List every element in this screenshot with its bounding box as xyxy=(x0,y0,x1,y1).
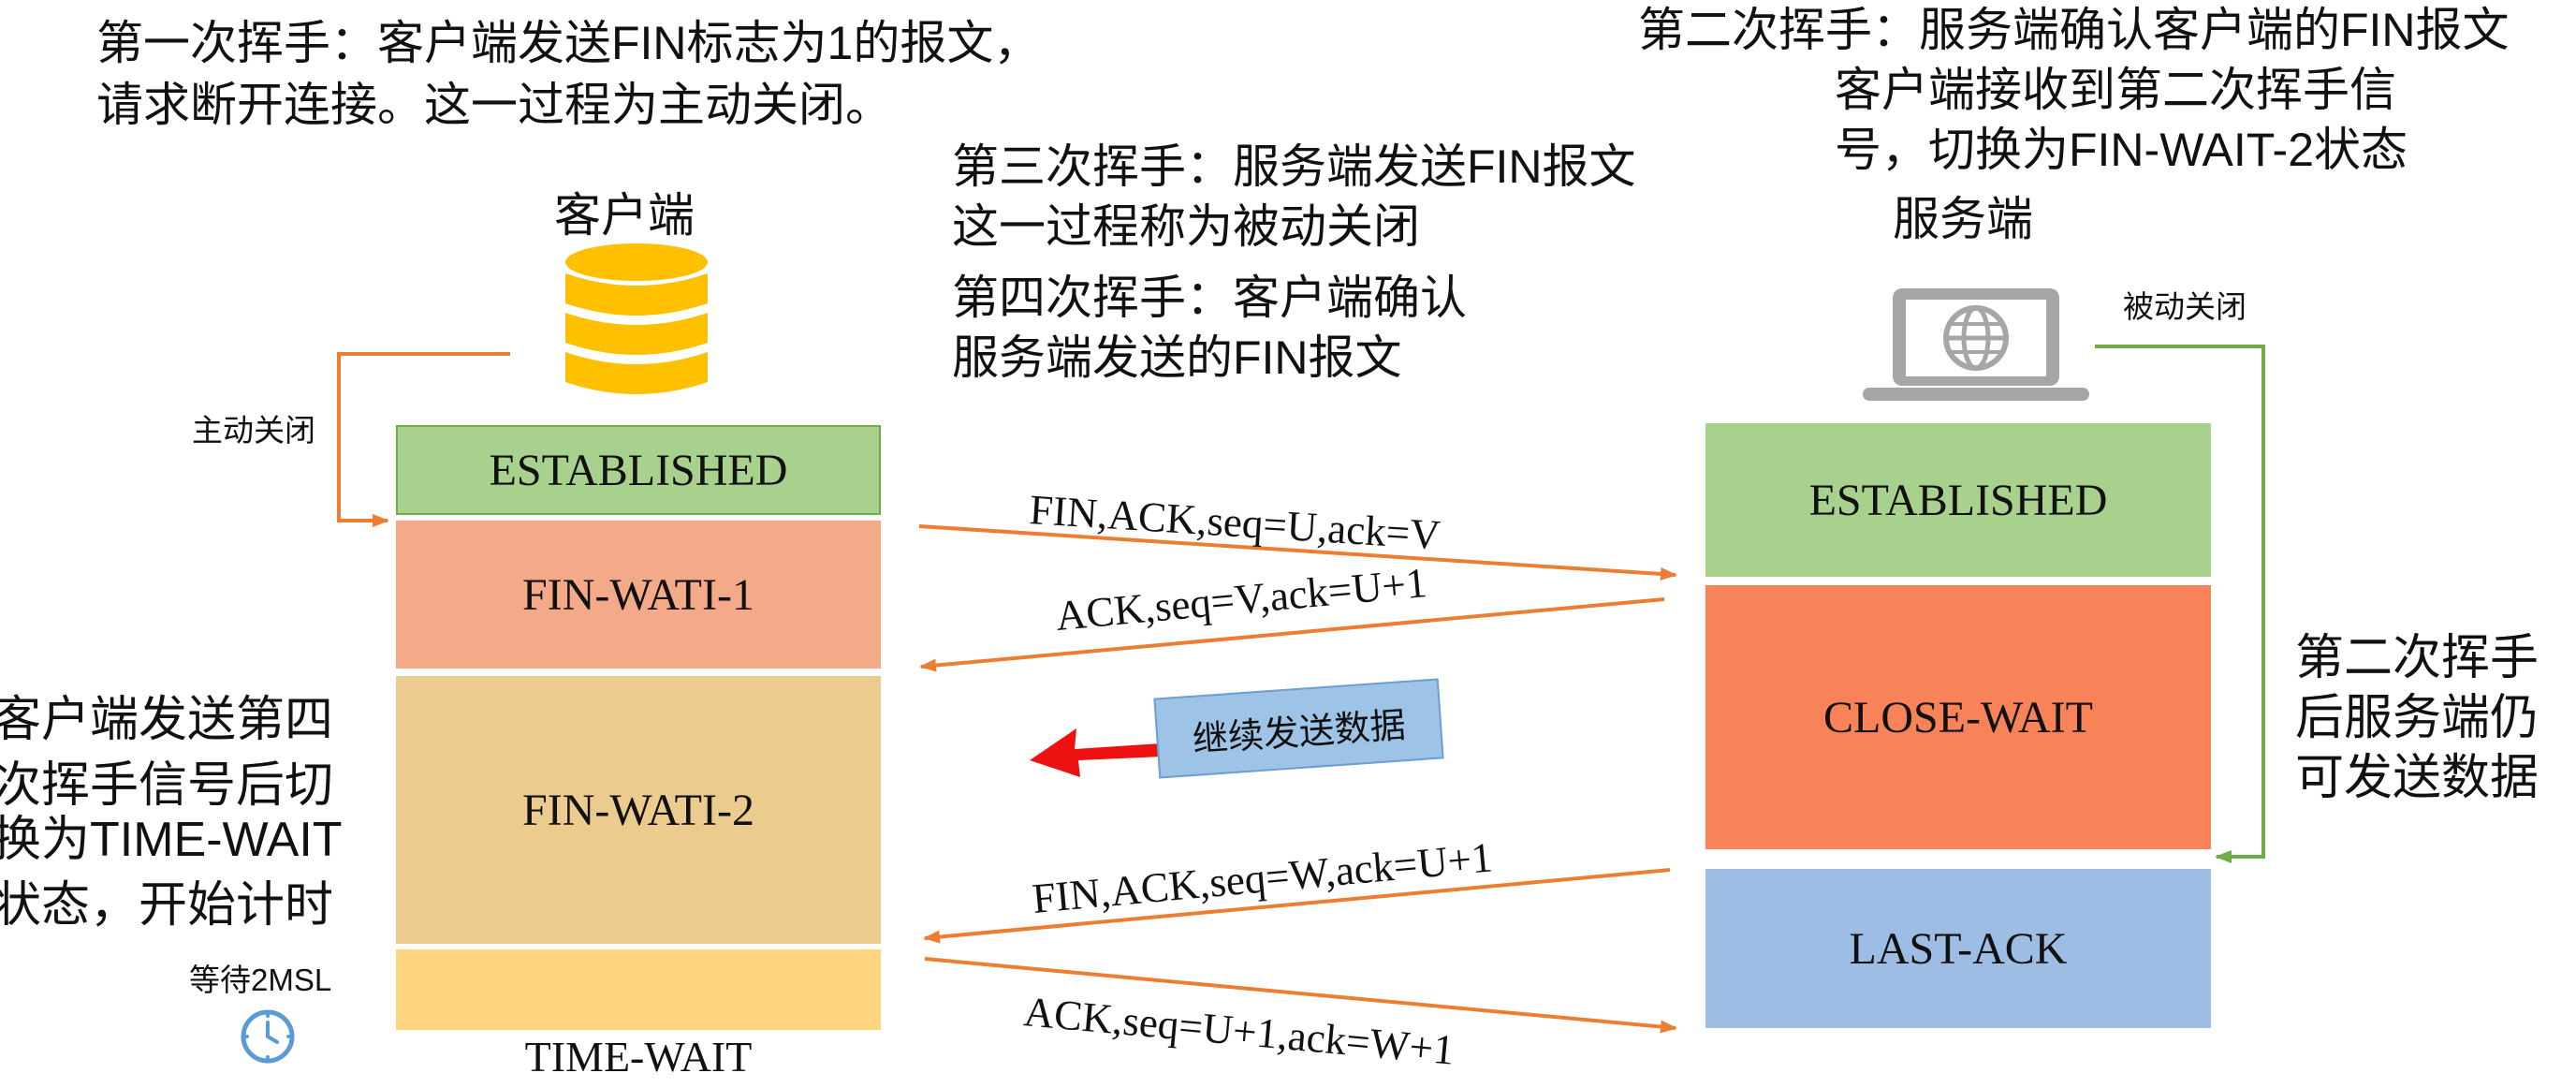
client-state-time-wait-label: TIME-WAIT xyxy=(524,1032,753,1081)
client-time-wait-note-line2: 次挥手信号后切 xyxy=(0,758,334,813)
client-time-wait-note-line1: 客户端发送第四 xyxy=(0,693,334,747)
laptop-globe-icon xyxy=(1863,288,2089,401)
server-can-send-note-line3: 可发送数据 xyxy=(2295,751,2539,805)
client-time-wait-note-line3: 换为TIME-WAIT xyxy=(0,813,343,867)
active-close-label: 主动关闭 xyxy=(192,413,315,448)
active-close-connector xyxy=(337,352,510,527)
client-state-time-wait-block xyxy=(396,949,881,1030)
third-wave-note-line2: 这一过程称为被动关闭 xyxy=(952,200,1420,253)
server-state-established: ESTABLISHED xyxy=(1705,423,2211,577)
client-state-fin-wait-2: FIN-WATI-2 xyxy=(396,676,881,944)
continue-sending-label: 继续发送数据 xyxy=(1191,705,1408,760)
msg1-arrow xyxy=(918,524,1677,581)
client-state-established: ESTABLISHED xyxy=(396,425,881,515)
server-can-send-note-line1: 第二次挥手 xyxy=(2295,631,2539,685)
database-icon xyxy=(565,243,708,394)
third-wave-note-line1: 第三次挥手：服务端发送FIN报文 xyxy=(952,140,1636,193)
msg3-arrow xyxy=(923,868,1671,944)
server-state-close-wait: CLOSE-WAIT xyxy=(1705,585,2211,849)
second-wave-note-line2: 客户端接收到第二次挥手信 xyxy=(1835,64,2396,116)
server-state-last-ack: LAST-ACK xyxy=(1705,869,2211,1028)
fourth-wave-note-line1: 第四次挥手：客户端确认 xyxy=(952,272,1467,324)
msg4-arrow xyxy=(924,957,1677,1034)
client-time-wait-note-line4: 状态，开始计时 xyxy=(0,878,334,933)
continue-sending-arrow xyxy=(1030,728,1163,777)
clock-icon xyxy=(241,1009,295,1064)
client-state-fin-wait-1: FIN-WATI-1 xyxy=(396,521,881,669)
first-wave-note-line2: 请求断开连接。这一过程为主动关闭。 xyxy=(96,79,892,131)
fourth-wave-note-line2: 服务端发送的FIN报文 xyxy=(952,331,1402,384)
msg2-arrow xyxy=(919,597,1665,672)
passive-close-connector xyxy=(2095,345,2265,863)
passive-close-label: 被动关闭 xyxy=(2123,289,2247,324)
server-title: 服务端 xyxy=(1893,193,2033,245)
server-can-send-note-line2: 后服务端仍 xyxy=(2295,691,2539,745)
first-wave-note-line1: 第一次挥手：客户端发送FIN标志为1的报文， xyxy=(96,17,1041,69)
wait-2msl-label: 等待2MSL xyxy=(189,963,332,997)
client-title: 客户端 xyxy=(554,189,695,242)
second-wave-note-line1: 第二次挥手：服务端确认客户端的FIN报文 xyxy=(1638,4,2510,56)
second-wave-note-line3: 号，切换为FIN-WAIT-2状态 xyxy=(1835,124,2408,176)
